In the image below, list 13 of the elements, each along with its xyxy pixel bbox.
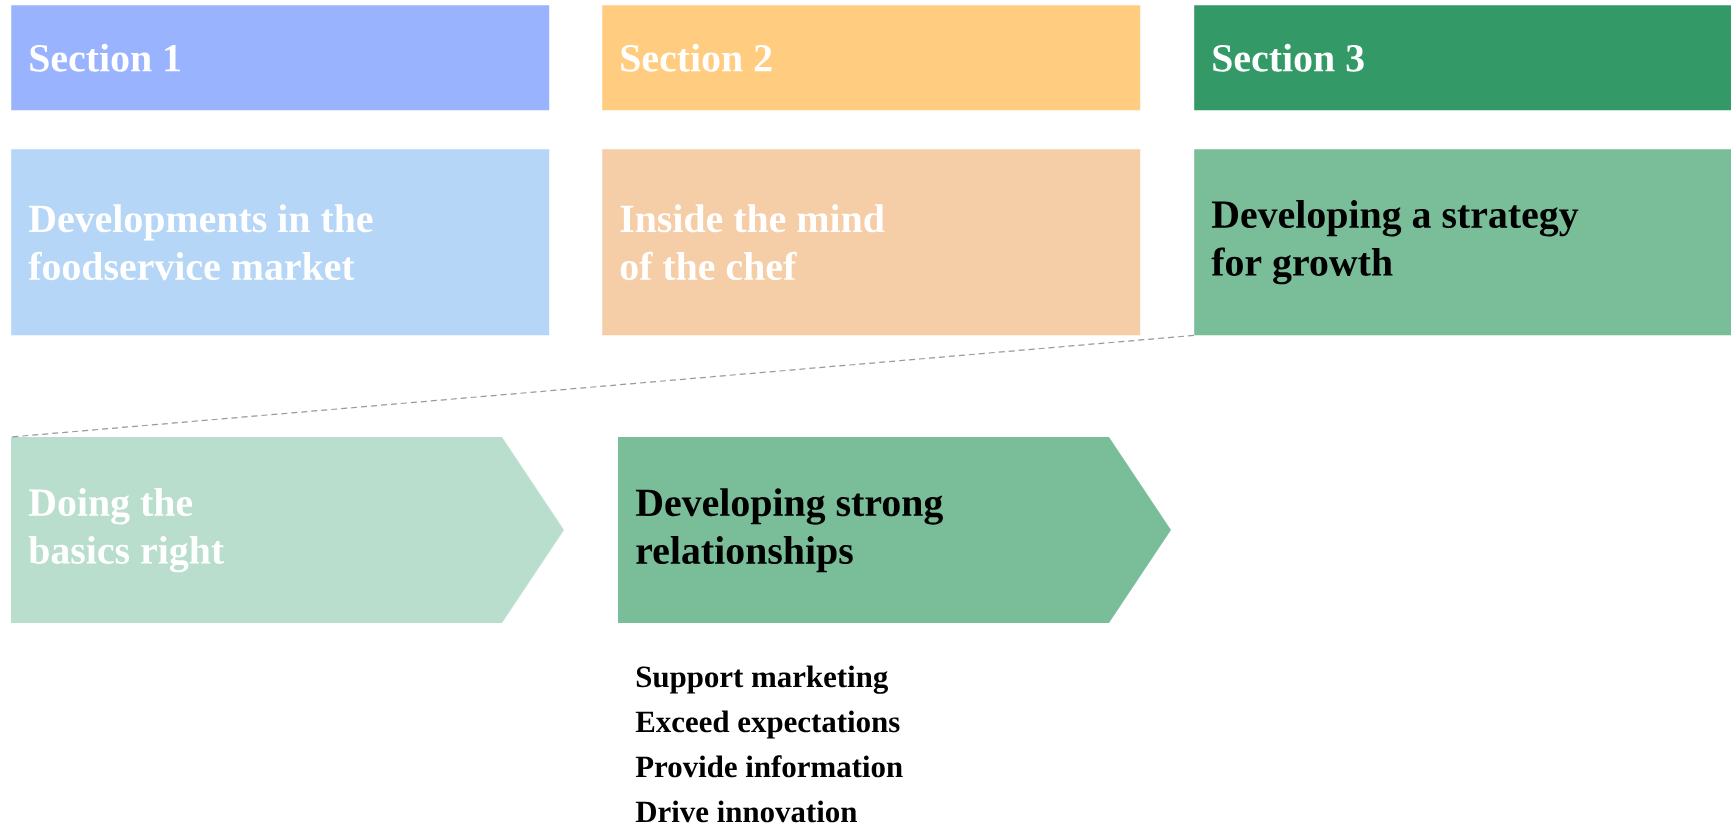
chevron-box: Developing strong relationships <box>618 437 1171 623</box>
leader-line <box>10 334 1195 438</box>
list-item: Provide information <box>635 755 903 778</box>
section-header: Section 3 <box>1194 5 1731 111</box>
section-box: Developments in the foodservice market <box>11 149 550 336</box>
list-item: Drive innovation <box>635 800 857 823</box>
list-item: Support marketing <box>636 665 888 694</box>
section-header: Section 2 <box>602 5 1141 111</box>
chevron-box: Doing the basics right <box>11 437 564 623</box>
section-header: Section 1 <box>11 5 550 111</box>
list-item: Exceed expectations <box>635 710 900 739</box>
section-box: Developing a strategy for growth <box>1194 149 1731 336</box>
section-box: Inside the mind of the chef <box>602 149 1141 336</box>
